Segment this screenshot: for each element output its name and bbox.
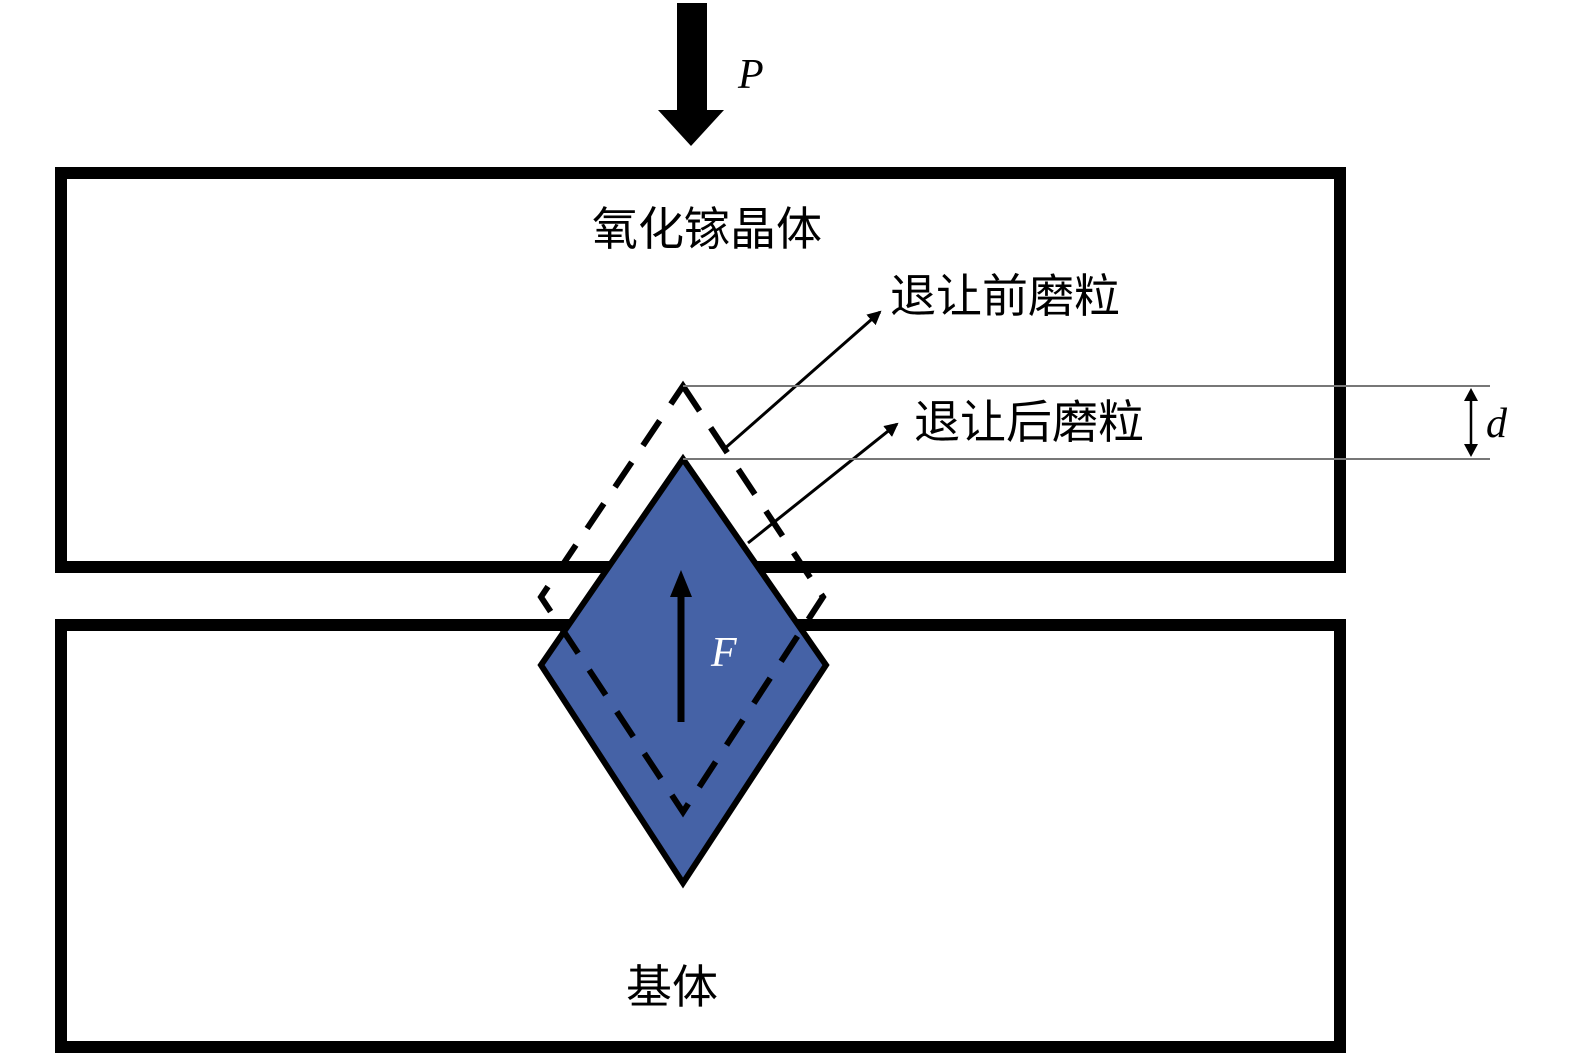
- load-arrow-icon: [658, 3, 724, 146]
- grain-before-outline: [537, 380, 827, 818]
- force-arrow-icon: [670, 570, 692, 722]
- substrate-label: 基体: [626, 960, 718, 1014]
- leader-line-after: [747, 422, 899, 545]
- grain-after-label: 退让后磨粒: [914, 395, 1144, 449]
- depth-label: d: [1486, 401, 1508, 447]
- grain-before-label: 退让前磨粒: [890, 269, 1120, 323]
- leader-line-before: [722, 310, 882, 452]
- crystal-label: 氧化镓晶体: [592, 202, 822, 256]
- depth-marker-icon: [1464, 388, 1478, 457]
- force-label: F: [710, 630, 737, 676]
- load-label: P: [737, 52, 764, 98]
